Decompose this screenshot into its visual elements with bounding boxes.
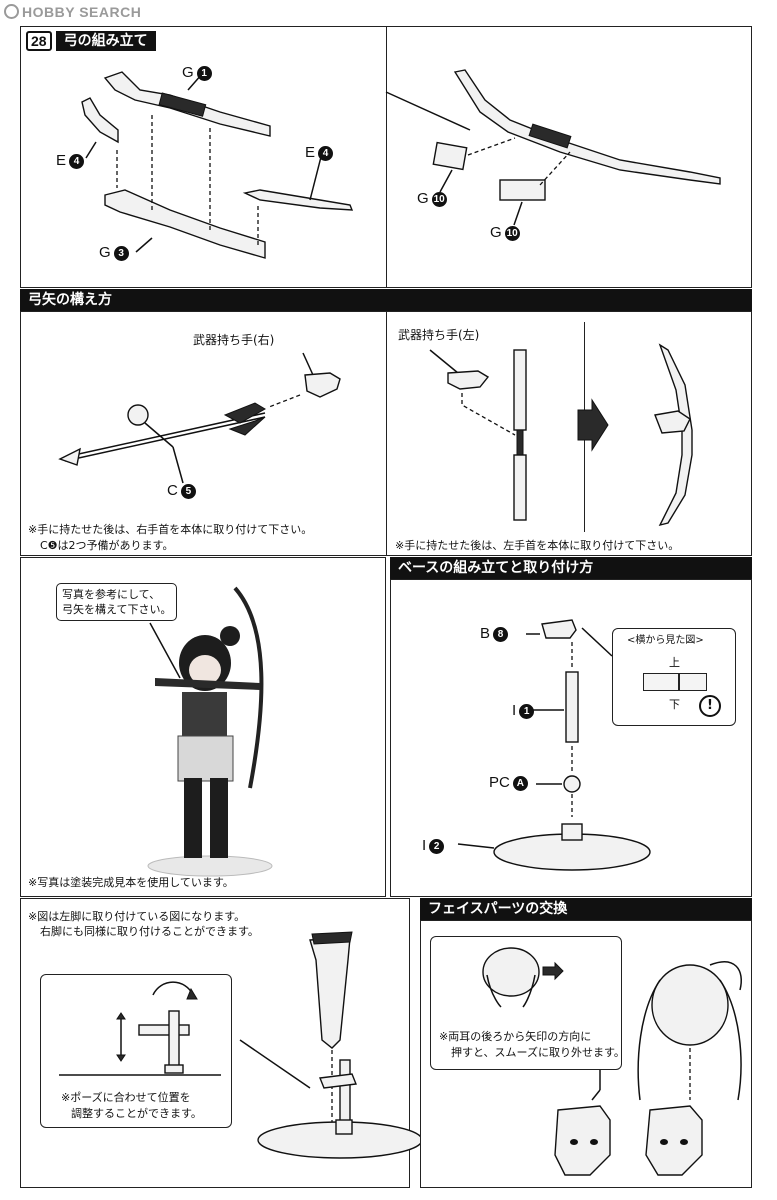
logo-icon bbox=[4, 4, 19, 19]
adjust-note-2: 調整することができます。 bbox=[71, 1107, 202, 1120]
adjust-diagram bbox=[59, 981, 221, 1076]
photo-bubble: 写真を参考にして、 弓矢を構えて下さい。 bbox=[56, 583, 178, 621]
leg-base-diagram bbox=[239, 931, 423, 1159]
inset-part bbox=[643, 673, 707, 691]
base-section-title: ベースの組み立てと取り付け方 bbox=[390, 557, 752, 579]
step-number: 28 bbox=[26, 31, 52, 51]
right-hand-label: 武器持ち手(右) bbox=[193, 333, 275, 347]
arrow-section-title: 弓矢の構え方 bbox=[20, 289, 752, 311]
inset-bottom-label: 下 bbox=[669, 698, 680, 711]
step28-header: 28 弓の組み立て bbox=[26, 31, 156, 51]
side-view-inset: <横から見た図> 上 下 ! bbox=[612, 628, 736, 726]
face-section-title: フェイスパーツの交換 bbox=[420, 898, 752, 920]
left-hand-note: ※手に持たせた後は、左手首を本体に取り付けて下さい。 bbox=[395, 539, 680, 552]
leg-note-1: ※図は左脚に取り付けている図になります。 bbox=[28, 910, 246, 923]
left-hand-label: 武器持ち手(左) bbox=[398, 328, 480, 342]
face-note-box: ※両耳の後ろから矢印の方向に 押すと、スムーズに取り外せます。 bbox=[430, 936, 625, 1070]
ear-push-diagram bbox=[482, 947, 564, 1008]
face-swap-diagram bbox=[554, 961, 742, 1176]
step28-divider bbox=[386, 26, 387, 288]
base-assembly-diagram bbox=[457, 619, 651, 871]
warning-icon: ! bbox=[699, 695, 721, 717]
inset-title: <横から見た図> bbox=[627, 635, 704, 646]
leg-adjust-inset: ※ポーズに合わせて位置を 調整することができます。 bbox=[40, 974, 232, 1128]
bow-grip-diagram bbox=[429, 343, 693, 527]
face-note-1: ※両耳の後ろから矢印の方向に bbox=[439, 1030, 592, 1043]
bow-assembly-diagram-right bbox=[385, 69, 721, 226]
leg-note-2: 右脚にも同様に取り付けることができます。 bbox=[40, 925, 259, 938]
face-note-2: 押すと、スムーズに取り外せます。 bbox=[451, 1046, 625, 1059]
arrow-section-divider bbox=[386, 311, 387, 556]
watermark-logo: HOBBY SEARCH bbox=[4, 4, 141, 20]
step28-title: 弓の組み立て bbox=[55, 31, 156, 51]
inset-top-label: 上 bbox=[669, 656, 680, 669]
figure-photo bbox=[147, 586, 273, 877]
photo-note: ※写真は塗装完成見本を使用しています。 bbox=[28, 876, 234, 889]
bow-assembly-diagram-left bbox=[81, 71, 354, 259]
right-hand-note: ※手に持たせた後は、右手首を本体に取り付けて下さい。 bbox=[28, 523, 313, 536]
spare-parts-note: C❺は2つ予備があります。 bbox=[40, 539, 174, 552]
adjust-note-1: ※ポーズに合わせて位置を bbox=[61, 1091, 191, 1104]
arrow-diagram bbox=[58, 352, 341, 484]
